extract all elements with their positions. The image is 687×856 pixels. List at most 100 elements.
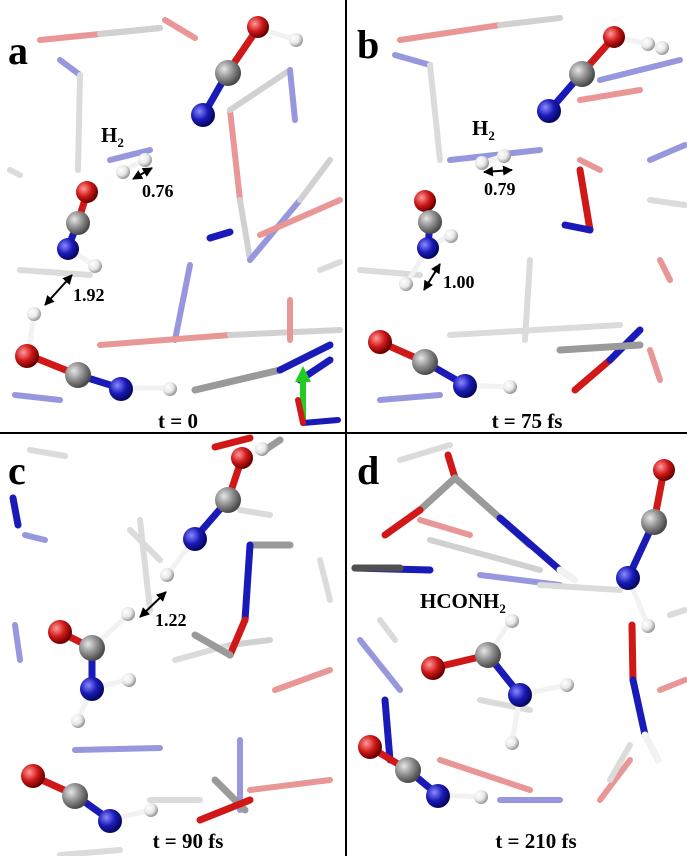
oxygen-atom	[653, 459, 675, 481]
hydrogen-atom	[71, 714, 85, 728]
time-label: t = 75 fs	[492, 409, 563, 433]
distance-arrow	[423, 263, 441, 291]
panel-label: c	[8, 448, 26, 493]
hydrogen-atom	[163, 382, 177, 396]
nitrogen-atom	[57, 238, 79, 260]
hydrogen-atom	[255, 442, 269, 456]
panel-b: b H2 0.79 1.00 t = 75 fs	[357, 15, 687, 433]
carbon-atom	[79, 635, 105, 661]
oxygen-atom	[368, 330, 392, 354]
carbon-atom	[395, 757, 421, 783]
hydrogen-atom	[505, 614, 519, 628]
carbon-atom	[418, 210, 442, 234]
carbon-atom	[412, 349, 438, 375]
h2-label: H2	[101, 123, 124, 150]
panel-c-molecule-mid	[48, 607, 136, 728]
hydrogen-atom	[475, 156, 489, 170]
panel-c-molecule-bottom	[21, 764, 158, 833]
carbon-atom	[65, 362, 91, 388]
hydrogen-atom	[116, 165, 130, 179]
panel-d-formamide	[421, 614, 574, 750]
panel-a-background-sticks	[7, 17, 343, 403]
carbon-atom	[215, 487, 241, 513]
hydrogen-atom	[160, 568, 174, 582]
panel-c: c 1.22 t = 90 fs	[8, 434, 333, 856]
panel-a: a H2 0.76 1.92 t = 0	[7, 16, 343, 433]
hydrogen-atom	[27, 307, 41, 321]
oxygen-atom	[76, 181, 98, 203]
nitrogen-atom	[508, 683, 532, 707]
panel-a-molecule-mid	[57, 181, 102, 273]
hydrogen-atom	[399, 277, 413, 291]
carbon-atom	[215, 60, 241, 86]
distance-arrow	[44, 274, 73, 306]
oxygen-atom	[21, 764, 45, 788]
distance-label: 1.92	[73, 285, 105, 305]
panel-a-molecule-bottom	[15, 307, 177, 401]
distance-arrow	[139, 591, 167, 618]
distance-label: 1.22	[155, 610, 187, 630]
distance-label: 0.76	[142, 181, 174, 201]
hydrogen-atom	[655, 41, 669, 55]
nitrogen-atom	[417, 237, 439, 259]
distance-label: 1.00	[443, 272, 475, 292]
nitrogen-atom	[426, 784, 450, 808]
panel-b-h2	[475, 149, 511, 170]
nitrogen-atom	[109, 377, 133, 401]
carbon-atom	[475, 642, 501, 668]
hydrogen-atom	[497, 149, 511, 163]
oxygen-atom	[414, 190, 436, 212]
panel-label: b	[357, 22, 379, 67]
time-label: t = 90 fs	[153, 829, 224, 853]
nitrogen-atom	[616, 566, 640, 590]
panel-b-molecule-mid	[399, 190, 458, 291]
panel-a-h2	[116, 153, 152, 179]
hydrogen-atom	[641, 37, 655, 51]
panel-a-molecule-top	[191, 16, 303, 127]
distance-label: 0.79	[484, 179, 516, 199]
panel-b-chain	[556, 166, 644, 394]
nitrogen-atom	[183, 527, 207, 551]
hydrogen-atom	[641, 619, 655, 633]
hydrogen-atom	[289, 33, 303, 47]
molecule-label: HCONH2	[420, 589, 506, 616]
nitrogen-atom	[453, 374, 477, 398]
nitrogen-atom	[537, 99, 561, 123]
panel-c-chain	[9, 434, 294, 824]
panel-d-molecule-top	[616, 459, 675, 633]
hydrogen-atom	[121, 607, 135, 621]
panel-d-molecule-bottom	[358, 735, 488, 808]
panel-d-background-sticks	[357, 442, 687, 803]
hydrogen-atom	[503, 380, 517, 394]
distance-arrow	[483, 165, 513, 177]
oxygen-atom	[247, 16, 269, 38]
distance-arrow	[132, 167, 153, 180]
hydrogen-atom	[560, 678, 574, 692]
hydrogen-atom	[474, 790, 488, 804]
nitrogen-atom	[98, 809, 122, 833]
oxygen-atom	[358, 735, 382, 759]
carbon-atom	[66, 211, 90, 235]
hydrogen-atom	[144, 803, 158, 817]
nitrogen-atom	[191, 103, 215, 127]
hydrogen-atom	[444, 229, 458, 243]
panel-d-chain	[351, 451, 662, 764]
oxygen-atom	[231, 447, 253, 469]
hydrogen-atom	[122, 673, 136, 687]
panel-b-molecule-top	[537, 26, 669, 123]
panel-b-molecule-bottom	[368, 330, 517, 398]
oxygen-atom	[421, 656, 445, 680]
carbon-atom	[62, 783, 88, 809]
panel-a-chain	[191, 228, 334, 394]
panel-d: d HCONH2 t = 210 fs	[351, 442, 687, 853]
hydrogen-atom	[138, 153, 152, 167]
time-label: t = 0	[158, 409, 198, 433]
oxygen-atom	[48, 620, 72, 644]
panel-label: a	[8, 28, 28, 73]
oxygen-atom	[15, 344, 39, 368]
panel-label: d	[357, 448, 379, 493]
carbon-atom	[569, 61, 595, 87]
panel-a-axes-indicator	[295, 366, 341, 426]
